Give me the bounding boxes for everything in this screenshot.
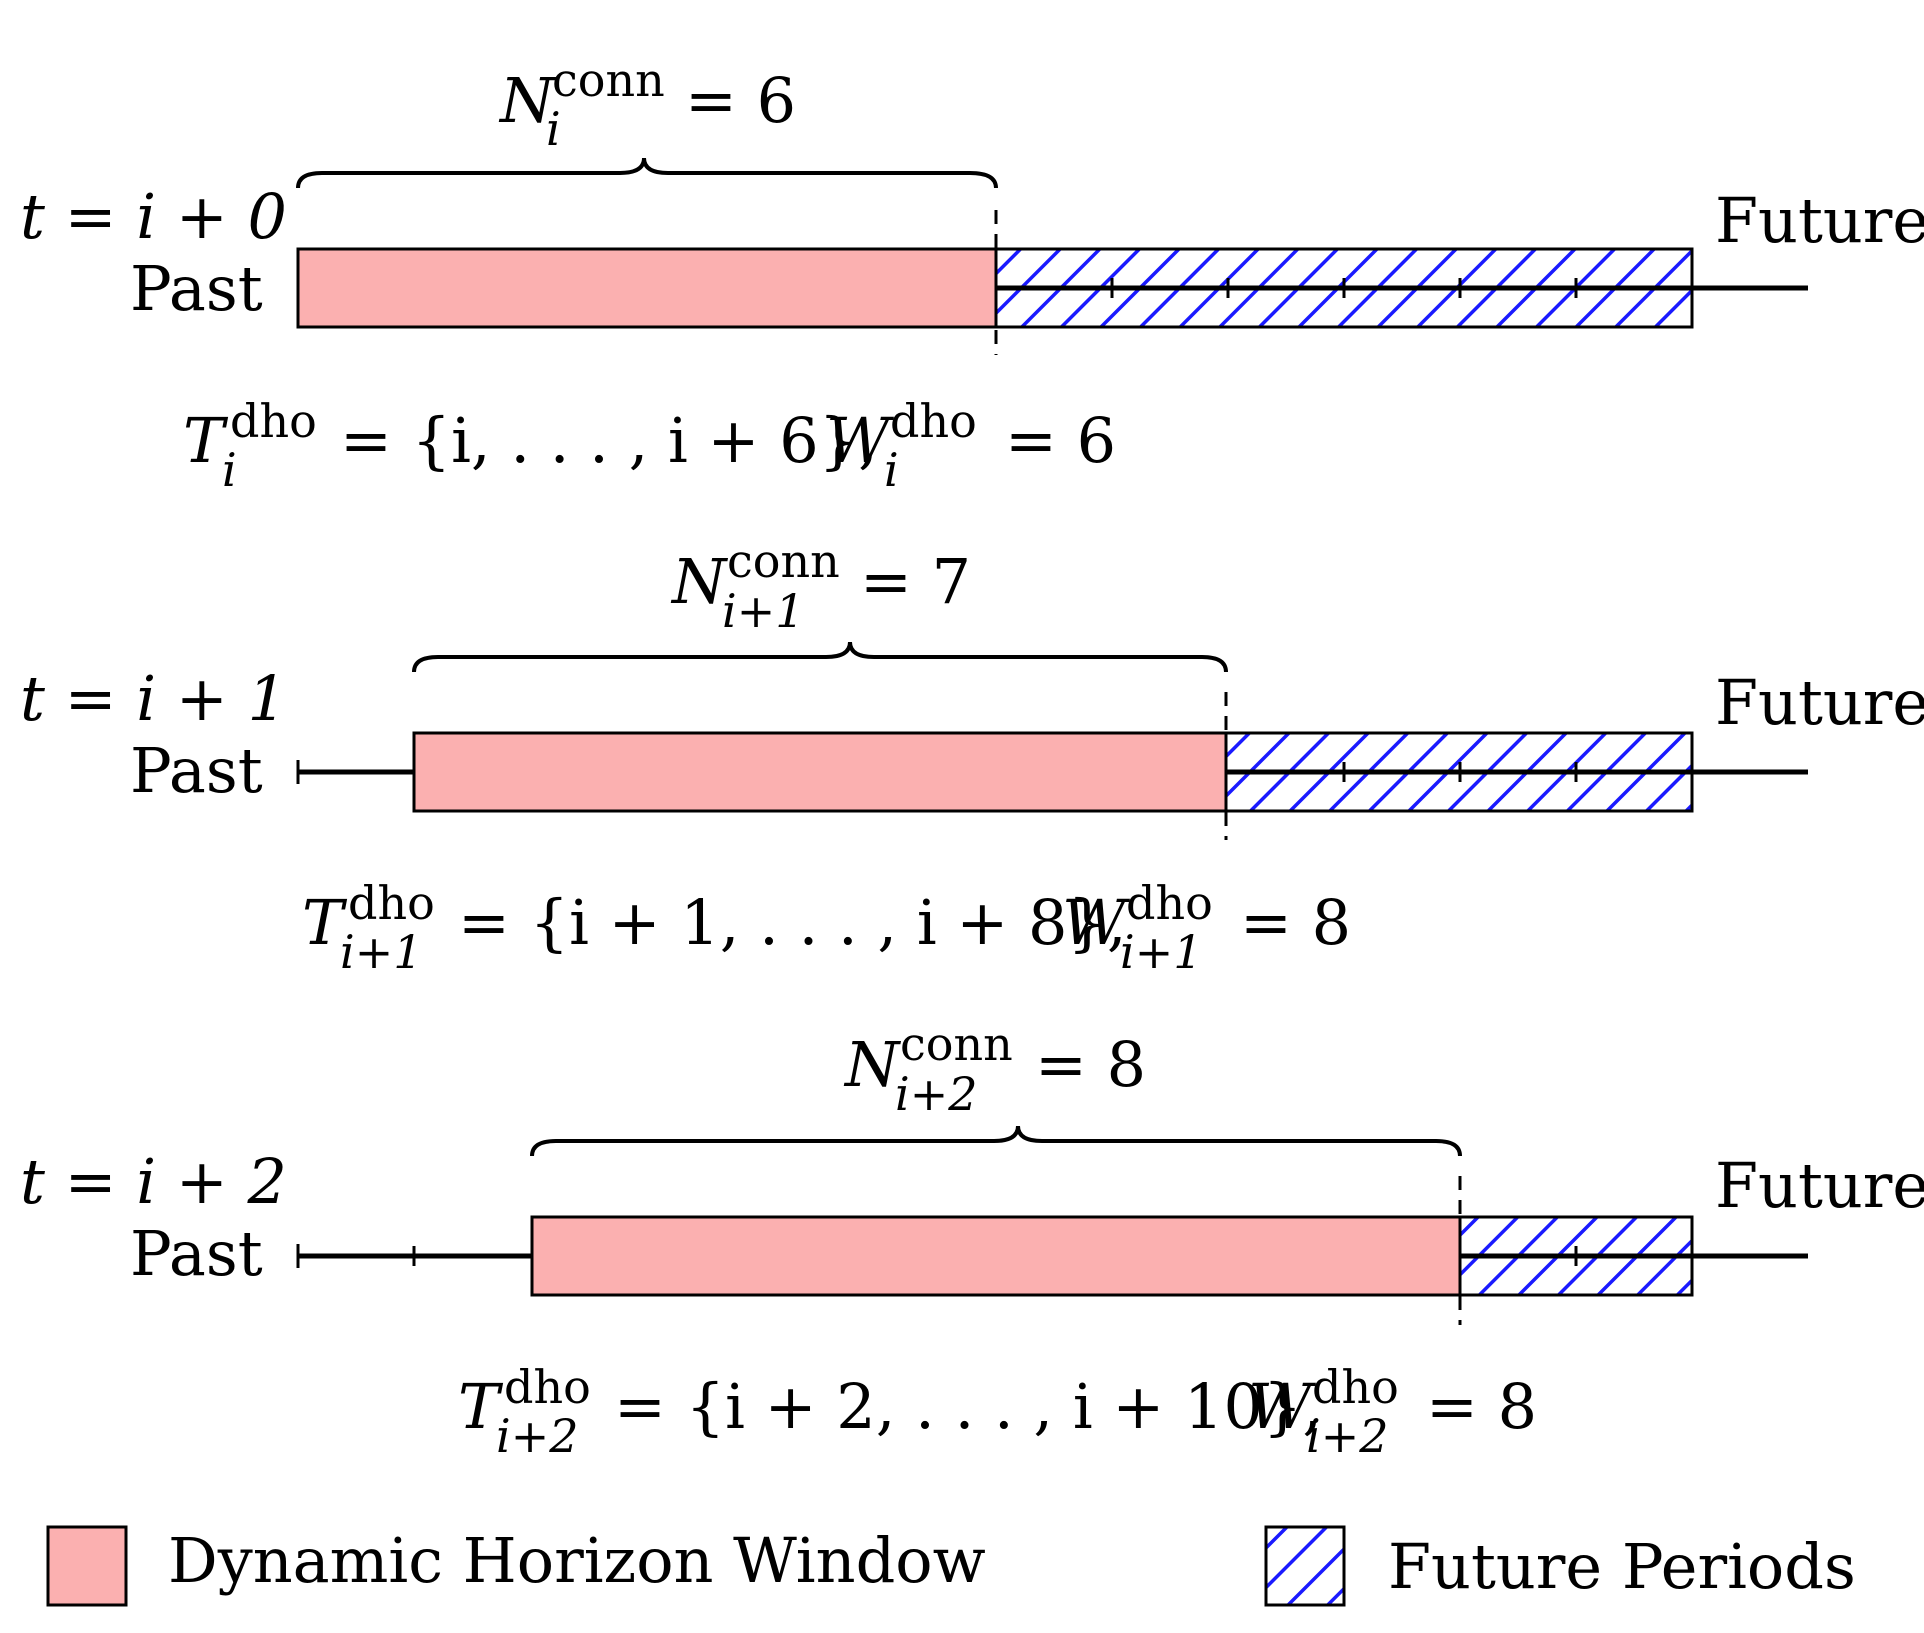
timeline-row-1: N conn i = 6 t = i + 0 Past Future T dho… <box>20 53 1924 497</box>
svg-text:dho: dho <box>890 394 977 448</box>
svg-text:i+2: i+2 <box>496 1409 579 1463</box>
t-label: t = i + 0 <box>20 180 287 253</box>
svg-text:= {i + 1, . . . , i + 8},: = {i + 1, . . . , i + 8}, <box>458 886 1127 959</box>
svg-text:i: i <box>222 443 237 497</box>
t-label: t = i + 1 <box>20 662 287 735</box>
svg-text:i: i <box>884 443 899 497</box>
svg-text:i+1: i+1 <box>722 584 805 638</box>
set-formula: T dho i+1 = {i + 1, . . . , i + 8}, W dh… <box>302 876 1351 979</box>
svg-text:i+2: i+2 <box>895 1067 978 1121</box>
window-brace <box>530 1125 1462 1157</box>
svg-text:W: W <box>826 404 894 477</box>
timeline-row-2: N conn i+1 = 7 t = i + 1 Past Future T d… <box>20 534 1924 979</box>
past-label: Past <box>130 252 263 325</box>
past-label: Past <box>130 1217 263 1290</box>
svg-text:= 7: = 7 <box>860 545 971 618</box>
set-formula: T dho i = {i, . . . , i + 6}, W dho i = … <box>183 394 1116 497</box>
svg-text:= 6: = 6 <box>1005 404 1116 477</box>
svg-text:i+1: i+1 <box>1120 925 1203 979</box>
legend-window-label: Dynamic Horizon Window <box>168 1524 986 1597</box>
period-ticks <box>1342 762 1578 782</box>
svg-text:= 8: = 8 <box>1240 886 1351 959</box>
n-conn-label: N conn i+1 = 7 <box>670 534 971 638</box>
dynamic-horizon-window <box>412 731 1228 813</box>
timeline-row-3: N conn i+2 = 8 t = i + 2 Past Future T d… <box>20 1017 1924 1463</box>
svg-text:W: W <box>1062 886 1130 959</box>
legend-future-swatch <box>1264 1525 1346 1607</box>
svg-text:T: T <box>183 404 229 477</box>
svg-text:T: T <box>302 886 348 959</box>
set-formula: T dho i+2 = {i + 2, . . . , i + 10}, W d… <box>458 1360 1537 1463</box>
svg-text:N: N <box>843 1028 902 1101</box>
svg-text:N: N <box>670 545 729 618</box>
dynamic-horizon-window <box>530 1215 1462 1297</box>
svg-text:= 8: = 8 <box>1426 1370 1537 1443</box>
future-label: Future <box>1715 184 1924 257</box>
svg-text:dho: dho <box>1312 1360 1399 1414</box>
svg-text:conn: conn <box>552 53 665 107</box>
svg-text:= {i + 2, . . . , i + 10},: = {i + 2, . . . , i + 10}, <box>614 1370 1322 1443</box>
legend-future-label: Future Periods <box>1388 1530 1856 1603</box>
past-label: Past <box>130 734 263 807</box>
future-label: Future <box>1715 1149 1924 1222</box>
svg-text:= {i, . . . , i + 6},: = {i, . . . , i + 6}, <box>340 404 878 477</box>
svg-text:i+2: i+2 <box>1306 1409 1389 1463</box>
window-brace <box>296 157 998 189</box>
svg-text:= 6: = 6 <box>685 64 796 137</box>
svg-text:dho: dho <box>1126 876 1213 930</box>
svg-text:N: N <box>498 64 557 137</box>
n-conn-label: N conn i = 6 <box>498 53 796 156</box>
svg-text:i+1: i+1 <box>340 925 423 979</box>
svg-text:dho: dho <box>230 394 317 448</box>
svg-text:W: W <box>1248 1370 1316 1443</box>
period-ticks <box>1110 278 1578 298</box>
svg-text:dho: dho <box>348 876 435 930</box>
n-conn-label: N conn i+2 = 8 <box>843 1017 1146 1121</box>
svg-text:conn: conn <box>900 1017 1013 1071</box>
svg-text:= 8: = 8 <box>1035 1028 1146 1101</box>
legend-window-swatch <box>46 1525 128 1607</box>
window-brace <box>412 641 1228 673</box>
svg-text:conn: conn <box>727 534 840 588</box>
svg-text:T: T <box>458 1370 504 1443</box>
svg-text:i: i <box>546 102 561 156</box>
t-label: t = i + 2 <box>20 1145 287 1218</box>
legend: Dynamic Horizon Window Future Periods <box>46 1524 1856 1607</box>
svg-text:dho: dho <box>504 1360 591 1414</box>
future-label: Future <box>1715 666 1924 739</box>
dynamic-horizon-window <box>296 247 998 329</box>
